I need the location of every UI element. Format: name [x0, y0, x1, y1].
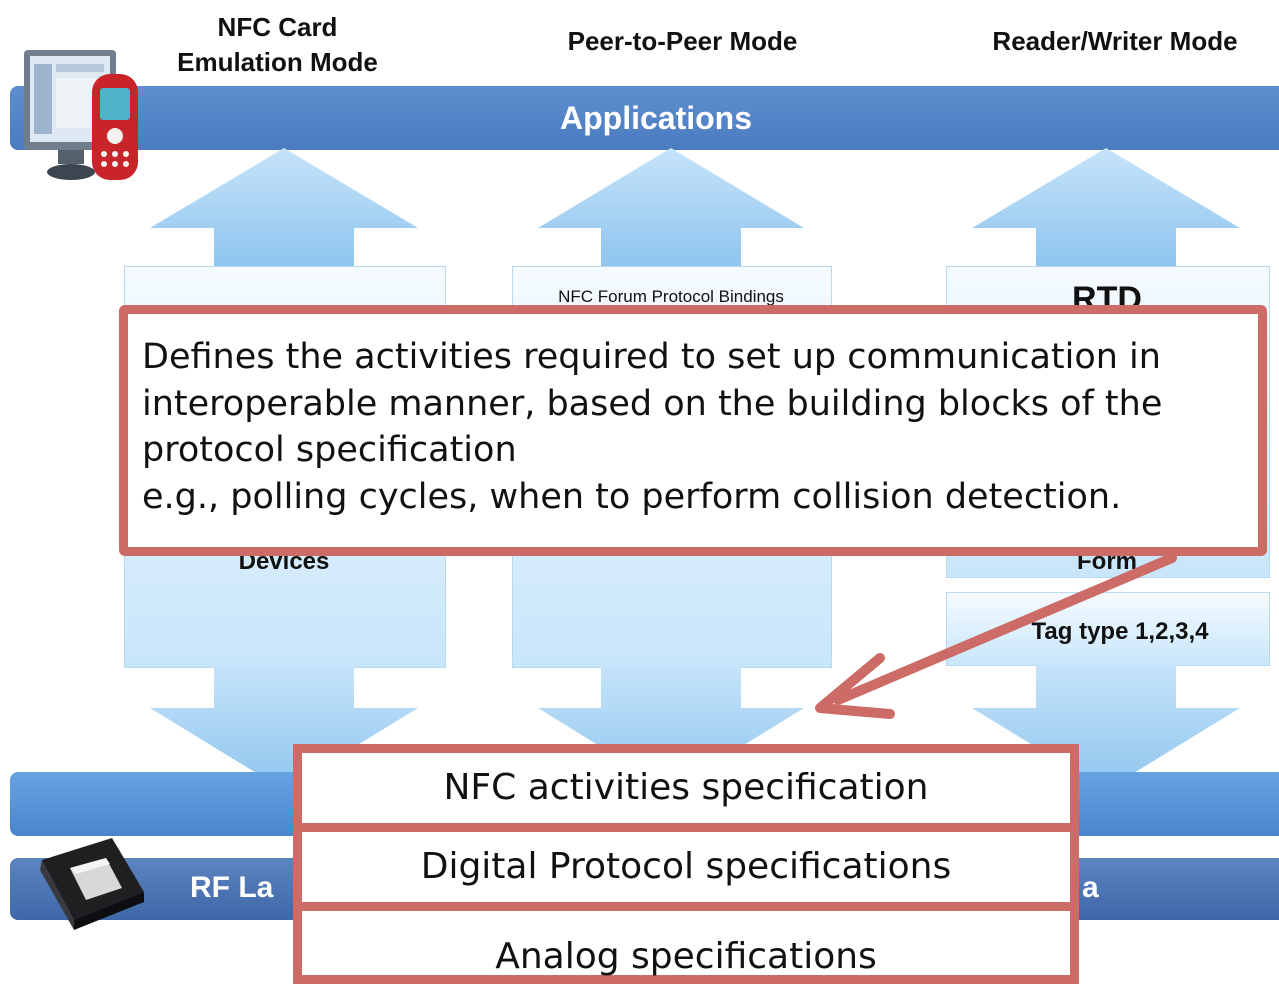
nfc-activities-spec-label: NFC activities specification	[443, 767, 929, 808]
card-emulation-mode-line1: NFC Card	[217, 12, 338, 42]
chip-icon	[40, 838, 144, 930]
callout-pointer-arrow	[815, 553, 1177, 719]
analog-spec-box: Analog specifications	[293, 902, 1079, 984]
applications-bar-label: Applications	[560, 100, 753, 136]
card-emulation-mode-label: NFC Card Emulation Mode	[160, 10, 395, 80]
callout-line-4: e.g., polling cycles, when to perform co…	[142, 476, 1122, 517]
down-arrow-left	[150, 666, 418, 790]
reader-writer-mode-label: Reader/Writer Mode	[992, 26, 1238, 56]
card-emulation-mode-line2: Emulation Mode	[177, 47, 378, 78]
callout-line-2: interoperable manner, based on the build…	[142, 383, 1163, 424]
down-arrow-center	[538, 666, 804, 790]
analog-spec-label: Analog specifications	[495, 936, 877, 977]
activities-definition-callout: Defines the activities required to set u…	[119, 305, 1267, 556]
down-arrow-right	[972, 664, 1240, 790]
protocol-bindings-label: NFC Forum Protocol Bindings	[558, 287, 784, 306]
rf-layer-label-left: RF La	[190, 871, 274, 904]
nfc-activities-spec-box: NFC activities specification	[293, 744, 1079, 832]
digital-protocol-spec-label: Digital Protocol specifications	[420, 846, 952, 887]
up-arrow-right	[972, 148, 1240, 266]
up-arrow-left	[150, 148, 418, 266]
up-arrow-center	[538, 148, 804, 266]
applications-bar	[10, 86, 1279, 150]
callout-line-1: Defines the activities required to set u…	[142, 337, 1161, 377]
computer-and-phone-icon	[24, 50, 138, 180]
digital-protocol-spec-box: Digital Protocol specifications	[293, 823, 1079, 911]
callout-line-3: protocol specification	[142, 430, 517, 471]
peer-to-peer-mode-label: Peer-to-Peer Mode	[567, 26, 798, 56]
tag-type-label: Tag type 1,2,3,4	[1031, 618, 1209, 645]
rf-layer-label-right: a	[1082, 871, 1099, 904]
